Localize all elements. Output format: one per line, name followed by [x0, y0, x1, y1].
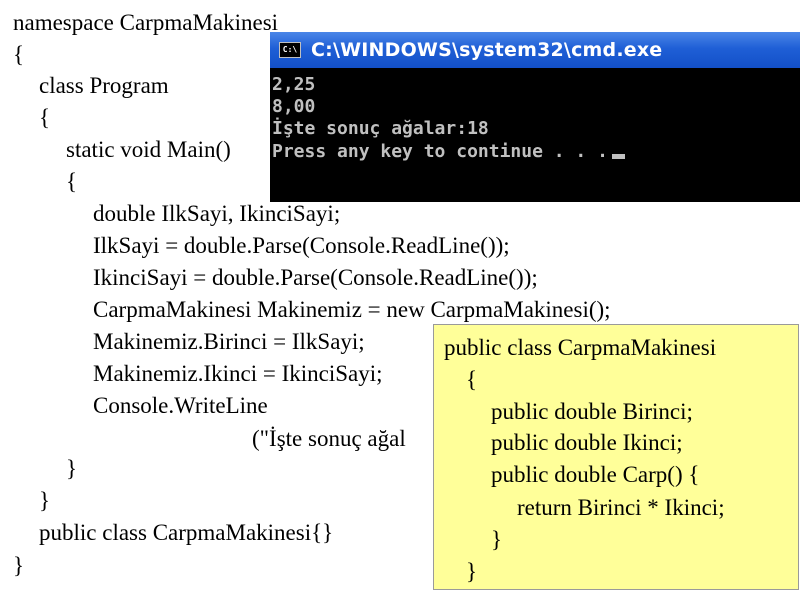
console-output-line-1: 2,25	[272, 74, 316, 95]
text-cursor-icon	[611, 154, 625, 159]
console-output-area[interactable]: 2,25 8,00 İşte sonuç ağalar:18 Press any…	[272, 70, 798, 200]
console-output-line-4: Press any key to continue . . .	[272, 141, 608, 162]
console-output-line-3: İşte sonuç ağalar:18	[272, 118, 489, 139]
class-box-line-close-method: }	[491, 527, 503, 552]
code-line-writeline: Console.WriteLine	[93, 393, 268, 418]
code-line-main-signature: static void Main()	[66, 137, 231, 162]
code-line-class-program: class Program	[39, 73, 169, 98]
class-box-line-return: return Birinci * Ikinci;	[517, 495, 725, 520]
class-definition-box: public class CarpmaMakinesi { public dou…	[433, 324, 799, 590]
console-titlebar[interactable]: C:\ C:\WINDOWS\system32\cmd.exe	[270, 32, 800, 68]
code-line-new-instance: CarpmaMakinesi Makinemiz = new CarpmaMak…	[93, 297, 611, 322]
class-box-line-field-birinci: public double Birinci;	[491, 399, 693, 424]
code-line-close-brace-class: }	[39, 488, 51, 513]
code-line-namespace: namespace CarpmaMakinesi	[13, 10, 279, 35]
class-box-line-close-class: }	[466, 559, 478, 584]
code-line-open-brace-class: {	[39, 105, 51, 130]
code-line-declare: double IlkSayi, IkinciSayi;	[93, 201, 341, 226]
code-line-close-brace-namespace: }	[13, 553, 25, 578]
class-box-line-method-carp: public double Carp() {	[491, 462, 700, 487]
code-line-parse-first: IlkSayi = double.Parse(Console.ReadLine(…	[93, 233, 510, 258]
class-box-line-declaration: public class CarpmaMakinesi	[444, 335, 717, 360]
class-box-line-field-ikinci: public double Ikinci;	[491, 430, 683, 455]
code-line-assign-first: Makinemiz.Birinci = IlkSayi;	[93, 329, 365, 354]
code-line-parse-second: IkinciSayi = double.Parse(Console.ReadLi…	[93, 265, 538, 290]
console-title: C:\WINDOWS\system32\cmd.exe	[311, 39, 663, 61]
console-window[interactable]: C:\ C:\WINDOWS\system32\cmd.exe 2,25 8,0…	[270, 32, 800, 202]
code-line-class-stub: public class CarpmaMakinesi{}	[39, 520, 334, 545]
console-output-line-2: 8,00	[272, 96, 316, 117]
class-box-line-open-brace: {	[466, 367, 478, 392]
console-prompt-line: Press any key to continue . . .	[272, 141, 625, 163]
code-line-close-brace-main: }	[66, 456, 78, 481]
code-line-open-brace-main: {	[66, 169, 78, 194]
console-app-icon: C:\	[279, 42, 301, 58]
code-line-assign-second: Makinemiz.Ikinci = IkinciSayi;	[93, 361, 383, 386]
code-line-writeline-argument: ("İşte sonuç ağal	[252, 426, 406, 451]
code-line-open-brace-namespace: {	[13, 42, 25, 67]
